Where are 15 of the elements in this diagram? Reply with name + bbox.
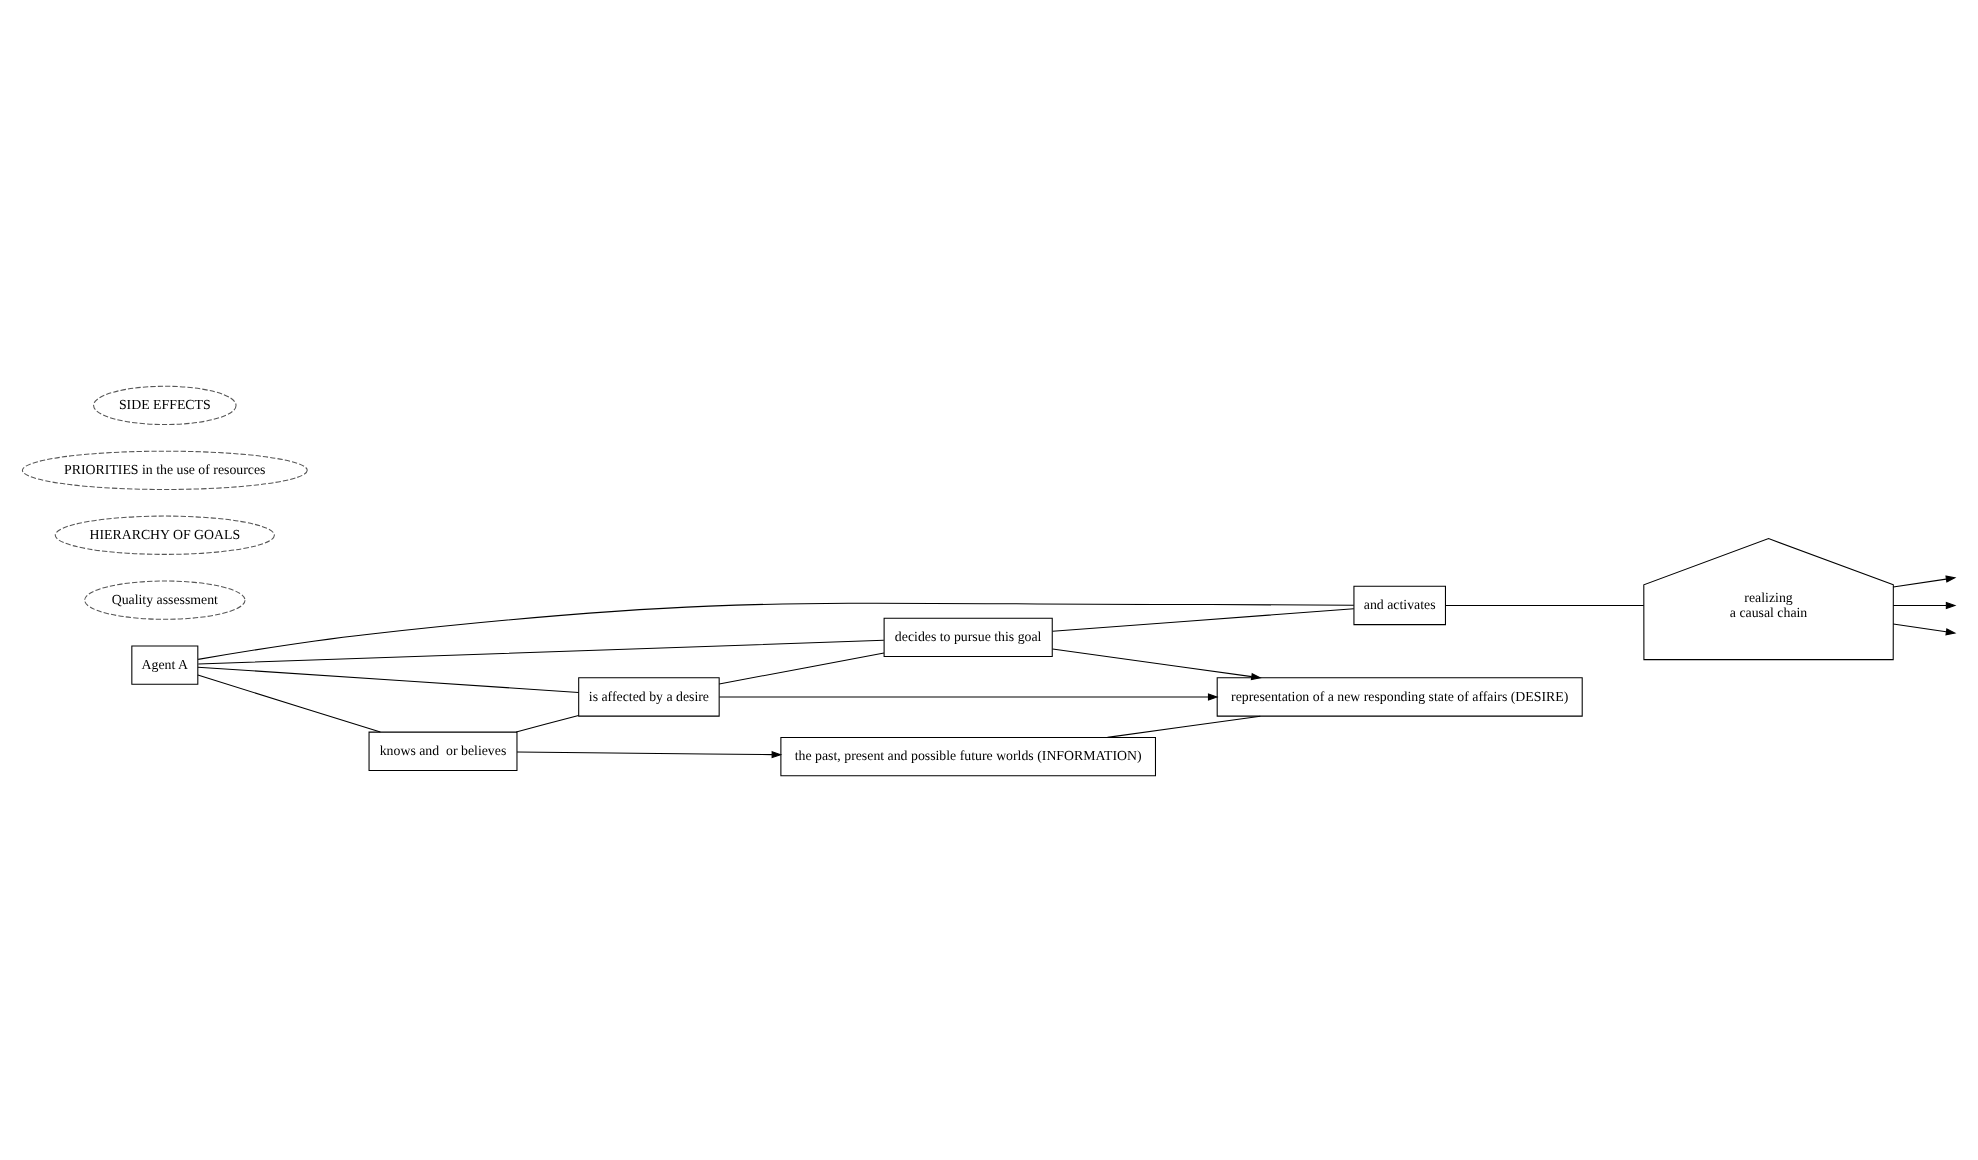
- connector: [718, 651, 885, 684]
- connector: [197, 638, 885, 664]
- connector: [1106, 714, 1261, 737]
- arrow: [1892, 600, 1957, 609]
- connector: [1052, 607, 1355, 631]
- arrow: [1892, 622, 1957, 635]
- arrow: [718, 692, 1219, 700]
- connector: [515, 713, 580, 732]
- connector: [1445, 603, 1645, 605]
- connector: [197, 673, 381, 732]
- arrow: [1052, 647, 1262, 680]
- connector: [197, 665, 580, 692]
- connector: [197, 601, 1355, 659]
- arrow: [1892, 574, 1957, 587]
- arrow: [516, 749, 783, 758]
